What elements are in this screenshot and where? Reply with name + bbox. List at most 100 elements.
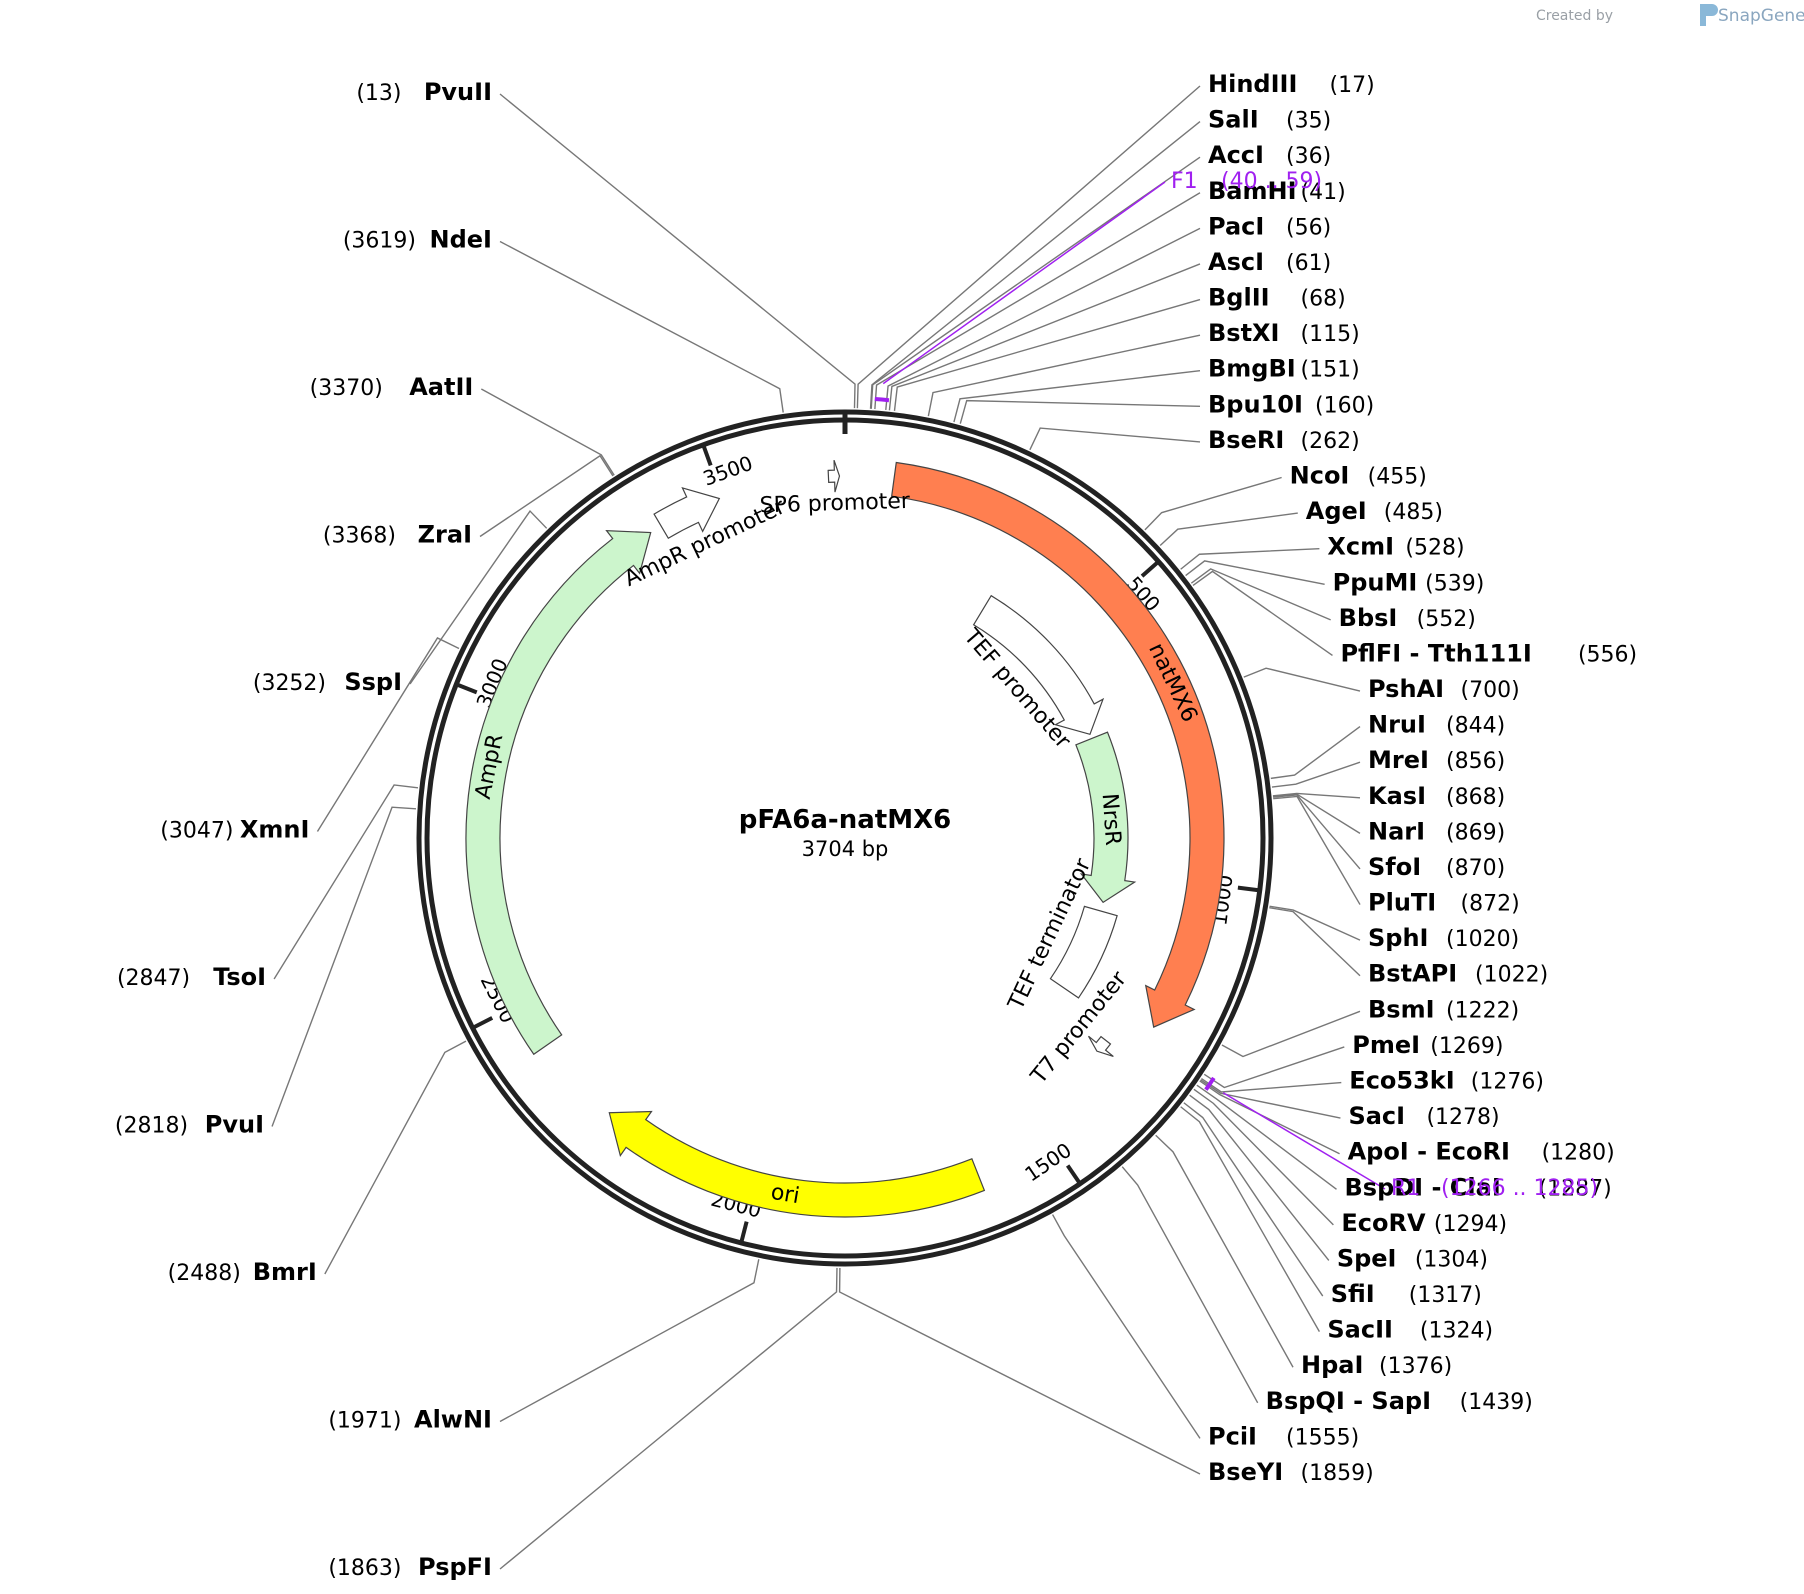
site-name: BspQI - SapI [1266,1387,1431,1415]
feature-ori[interactable] [608,1110,986,1218]
site-position: (1317) [1409,1283,1482,1308]
primer-bar[interactable] [874,397,890,403]
site-xmni[interactable]: XmnI(3047) [160,816,309,844]
site-bspqi-sapi[interactable]: BspQI - SapI(1439) [1266,1387,1533,1415]
site-sspi[interactable]: SspI(3252) [253,668,402,696]
site-paci[interactable]: PacI(56) [1208,212,1331,240]
site-tsoi[interactable]: TsoI(2847) [117,963,266,991]
feature-ampr[interactable] [465,530,652,1056]
leader-line [1269,907,1361,977]
leader-line [1272,794,1361,870]
site-bpu10i[interactable]: Bpu10I(160) [1208,390,1374,418]
site-ecorv[interactable]: EcoRV(1294) [1341,1209,1507,1237]
feature-sp6-promoter[interactable] [827,459,841,493]
site-name: AgeI [1306,497,1367,525]
site-name: PflFI - Tth111I [1340,639,1531,667]
primer-range: (40 .. 59) [1221,169,1322,194]
feature-t7-promoter[interactable] [1088,1035,1114,1057]
site-position: (1859) [1301,1461,1374,1486]
site-pflfi-tth111i[interactable]: PflFI - Tth111I(556) [1340,639,1637,667]
site-name: SfiI [1331,1280,1375,1308]
site-apoi-ecori[interactable]: ApoI - EcoRI(1280) [1348,1138,1615,1166]
site-pspfi[interactable]: PspFI(1863) [328,1553,492,1581]
site-pvuii[interactable]: PvuII(13) [356,78,492,106]
site-spei[interactable]: SpeI(1304) [1337,1244,1488,1272]
leader-line [1203,1046,1345,1089]
site-asci[interactable]: AscI(61) [1208,248,1331,276]
feature-tef-terminator[interactable] [1049,905,1118,999]
site-eco53ki[interactable]: Eco53kI(1276) [1349,1067,1544,1095]
primer-f1[interactable]: F1 (40 .. 59) [1171,169,1322,194]
site-hpai[interactable]: HpaI(1376) [1301,1351,1452,1379]
site-position: (13) [356,81,401,106]
site-bmri[interactable]: BmrI(2488) [168,1258,317,1286]
site-position: (41) [1301,180,1346,205]
site-sfoi[interactable]: SfoI(870) [1368,853,1505,881]
site-nrui[interactable]: NruI(844) [1368,711,1505,739]
leader-line [273,784,419,980]
site-name: PciI [1208,1422,1257,1450]
site-bbsi[interactable]: BbsI(552) [1339,604,1476,632]
branding-created-by: Created by [1536,8,1613,24]
site-hindiii[interactable]: HindIII(17) [1208,70,1375,98]
site-aatii[interactable]: AatII(3370) [310,373,474,401]
site-ncoi[interactable]: NcoI(455) [1290,461,1427,489]
site-pshai[interactable]: PshAI(700) [1368,675,1520,703]
site-name: BspDI - ClaI [1345,1173,1501,1201]
site-pcii[interactable]: PciI(1555) [1208,1422,1359,1450]
site-agei[interactable]: AgeI(485) [1306,497,1443,525]
site-position: (1287) [1539,1176,1612,1201]
feature-tef-promoter[interactable] [972,594,1105,736]
site-position: (552) [1417,607,1476,632]
site-alwni[interactable]: AlwNI(1971) [328,1406,492,1434]
site-zrai[interactable]: ZraI(3368) [323,521,472,549]
leader-line [1272,793,1361,834]
site-bstxi[interactable]: BstXI(115) [1208,319,1360,347]
site-position: (68) [1301,287,1346,312]
site-bseyi[interactable]: BseYI (1859) [1208,1458,1374,1486]
site-bseri[interactable]: BseRI(262) [1208,426,1360,454]
feature-natmx6[interactable] [890,461,1225,1028]
site-bsmi[interactable]: BsmI(1222) [1368,995,1519,1023]
site-nari[interactable]: NarI(869) [1368,817,1505,845]
site-bspdi-clai[interactable]: BspDI - ClaI (1287) [1345,1173,1612,1201]
plasmid-name: pFA6a-natMX6 [739,805,951,835]
site-acci[interactable]: AccI(36) [1208,141,1331,169]
site-pluti[interactable]: PluTI(872) [1368,889,1520,917]
site-sphi[interactable]: SphI(1020) [1368,924,1519,952]
site-position: (56) [1286,215,1331,240]
site-sfii[interactable]: SfiI (1317) [1331,1280,1482,1308]
leader-line [1183,1102,1324,1297]
leader-line [1192,570,1333,657]
site-position: (539) [1425,571,1484,596]
site-xcmi[interactable]: XcmI(528) [1327,533,1464,561]
site-pmei[interactable]: PmeI(1269) [1352,1031,1503,1059]
leader-line [499,1259,760,1423]
site-kasi[interactable]: KasI(868) [1368,782,1505,810]
site-ndei[interactable]: NdeI(3619) [343,226,492,254]
site-position: (17) [1330,73,1375,98]
feature-ampr-promoter[interactable] [653,486,721,540]
site-position: (1222) [1446,998,1519,1023]
site-sacii[interactable]: SacII(1324) [1327,1316,1493,1344]
feature-nrsr[interactable] [1075,731,1137,904]
site-ppumi[interactable]: PpuMI(539) [1333,568,1485,596]
site-position: (1280) [1542,1141,1615,1166]
site-bmgbi[interactable]: BmgBI(151) [1208,355,1360,383]
site-saci[interactable]: SacI(1278) [1348,1102,1499,1130]
site-name: BseYI [1208,1458,1283,1486]
primer-r1[interactable]: R1(1266 .. 1285) [1391,1176,1598,1201]
site-bamhi[interactable]: BamHI(41) [1208,177,1346,205]
primer-bar[interactable] [1204,1076,1216,1091]
site-bstapi[interactable]: BstAPI(1022) [1368,960,1548,988]
tick-mark [1237,885,1258,893]
site-mrei[interactable]: MreI(856) [1368,746,1505,774]
site-sali[interactable]: SalI(35) [1208,106,1331,134]
site-pvui[interactable]: PvuI(2818) [115,1111,264,1139]
snapgene-branding[interactable]: Created by SnapGene [1536,4,1804,26]
primer-name: R1 [1391,1176,1420,1201]
site-position: (3047) [160,819,233,844]
site-name: BmrI [253,1258,317,1286]
primer-name: F1 [1171,169,1198,194]
site-bglii[interactable]: BglII(68) [1208,284,1346,312]
